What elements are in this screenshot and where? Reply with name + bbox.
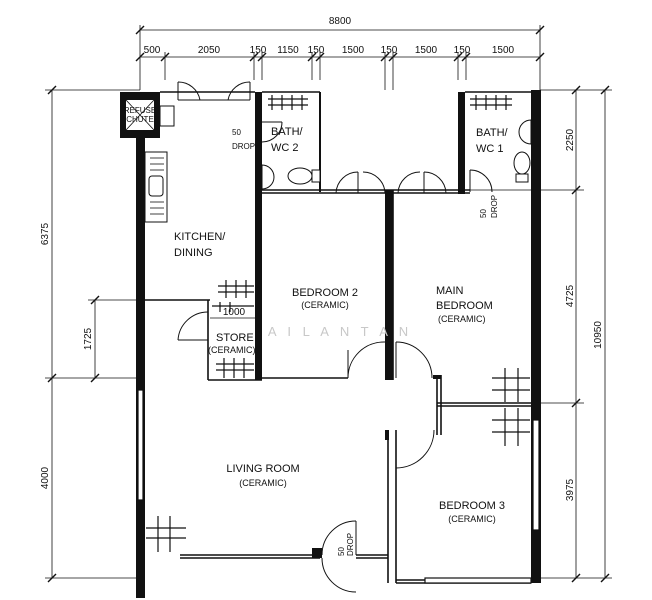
dim-top-6: 1500 bbox=[342, 45, 365, 56]
kitchen-hob bbox=[150, 157, 164, 215]
kitchen-label-1: KITCHEN/ bbox=[174, 231, 226, 243]
bath1-drop-2: DROP bbox=[490, 195, 499, 218]
dimension-labels: 8800 500 2050 150 1150 150 1500 150 1500… bbox=[40, 16, 604, 501]
store-label: STORE bbox=[216, 332, 254, 344]
windows bbox=[137, 389, 540, 584]
store-finish: (CERAMIC) bbox=[208, 345, 256, 355]
bedroom2-finish: (CERAMIC) bbox=[301, 300, 349, 310]
partition-walls bbox=[145, 91, 531, 584]
dim-overall-depth: 10950 bbox=[593, 321, 604, 349]
dim-top-8: 1500 bbox=[415, 45, 438, 56]
watermark: A I L A N T A N bbox=[268, 324, 412, 339]
dim-store-width: 1000 bbox=[223, 307, 246, 318]
dim-top-10: 1500 bbox=[492, 45, 515, 56]
doors bbox=[177, 81, 493, 593]
dim-top-9: 150 bbox=[454, 45, 471, 56]
dim-left-upper: 6375 bbox=[40, 222, 51, 245]
dim-top-2: 2050 bbox=[198, 45, 221, 56]
dim-left-lower: 4000 bbox=[40, 466, 51, 489]
vent-grilles bbox=[146, 95, 530, 552]
room-labels: BATH/ WC 2 50 DROP BATH/ WC 1 50 DROP KI… bbox=[174, 126, 509, 556]
bedroom3-label: BEDROOM 3 bbox=[439, 500, 505, 512]
dim-top-3: 150 bbox=[250, 45, 267, 56]
bedroom3-finish: (CERAMIC) bbox=[448, 514, 496, 524]
kitchen-label-2: DINING bbox=[174, 247, 213, 259]
living-room-finish: (CERAMIC) bbox=[239, 478, 287, 488]
bath2-label-2: WC 2 bbox=[271, 142, 299, 154]
dim-right-3: 3975 bbox=[565, 478, 576, 501]
main-bedroom-label-1: MAIN bbox=[436, 285, 464, 297]
refuse-chute-label-1: REFUSE bbox=[124, 106, 156, 115]
main-bedroom-finish: (CERAMIC) bbox=[438, 314, 486, 324]
living-room-label: LIVING ROOM bbox=[226, 463, 299, 475]
living-drop-1: 50 bbox=[337, 547, 346, 556]
dim-overall-width: 8800 bbox=[329, 16, 352, 27]
fixtures bbox=[144, 119, 532, 223]
living-drop-2: DROP bbox=[346, 533, 355, 556]
refuse-chute-label-2: CHUTE bbox=[126, 115, 154, 124]
dim-top-1: 500 bbox=[144, 45, 161, 56]
bath2-label-1: BATH/ bbox=[271, 126, 304, 138]
bath1-drop-1: 50 bbox=[479, 209, 488, 218]
main-bedroom-label-2: BEDROOM bbox=[436, 300, 493, 312]
dim-top-5: 150 bbox=[308, 45, 325, 56]
dimension-ticks bbox=[47, 25, 610, 583]
dim-right-1: 2250 bbox=[565, 128, 576, 151]
door-stubs bbox=[312, 375, 441, 558]
bedroom2-label: BEDROOM 2 bbox=[292, 287, 358, 299]
dim-top-4: 1150 bbox=[277, 45, 299, 56]
bath2-drop-2: DROP bbox=[232, 142, 255, 151]
refuse-chute: REFUSE CHUTE bbox=[120, 92, 175, 138]
bath1-label-2: WC 1 bbox=[476, 143, 504, 155]
bath2-drop-1: 50 bbox=[232, 128, 241, 137]
bath1-label-1: BATH/ bbox=[476, 127, 509, 139]
dim-left-inner: 1725 bbox=[83, 327, 94, 350]
dim-top-7: 150 bbox=[381, 45, 398, 56]
dim-right-2: 4725 bbox=[565, 284, 576, 307]
